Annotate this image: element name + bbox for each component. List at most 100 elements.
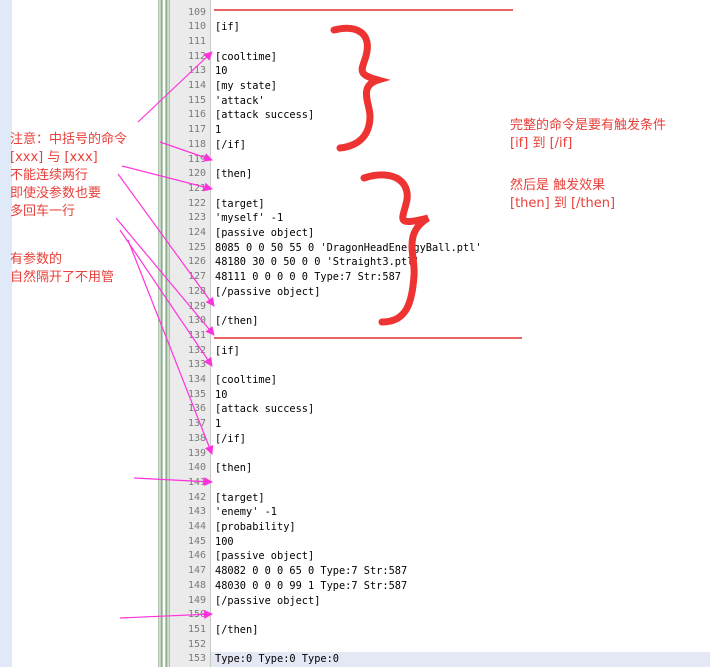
code-text[interactable]: [attack success]	[215, 109, 315, 122]
line-number: 128	[187, 285, 206, 297]
code-line[interactable]: 141	[0, 476, 710, 491]
code-line[interactable]: 136 [attack success]	[0, 402, 710, 417]
right-note-line: 完整的命令是要有触发条件	[510, 118, 667, 133]
code-line[interactable]: 152	[0, 638, 710, 653]
code-line[interactable]: 146 [passive object]	[0, 549, 710, 564]
splitter-bar[interactable]	[158, 0, 170, 667]
code-line[interactable]: 109	[0, 6, 710, 21]
code-text[interactable]: 48180 30 0 50 0 0 'Straight3.ptl'	[215, 256, 420, 269]
code-line[interactable]: 126 48180 30 0 50 0 0 'Straight3.ptl'	[0, 255, 710, 270]
code-line[interactable]: 143'enemy' -1	[0, 505, 710, 520]
code-line[interactable]: 140 [then]	[0, 461, 710, 476]
code-line[interactable]: 123'myself' -1	[0, 211, 710, 226]
line-number: 132	[187, 344, 206, 356]
code-line[interactable]: 133	[0, 358, 710, 373]
code-line[interactable]: 118[/if]	[0, 138, 710, 153]
code-line[interactable]: 129	[0, 300, 710, 315]
code-text[interactable]: 10	[215, 65, 228, 78]
code-text[interactable]: 1	[215, 124, 222, 137]
code-line[interactable]: 131	[0, 329, 710, 344]
code-line[interactable]: 116[attack success]	[0, 108, 710, 123]
code-text[interactable]: [cooltime]	[215, 374, 277, 386]
code-text[interactable]: 100	[215, 535, 234, 548]
code-line[interactable]: 130[/then]	[0, 314, 710, 329]
code-line[interactable]: 112[cooltime]	[0, 50, 710, 65]
line-number: 146	[187, 550, 206, 562]
code-line[interactable]: 144[probability]	[0, 520, 710, 535]
code-line[interactable]: 121	[0, 182, 710, 197]
code-text[interactable]: 'attack'	[215, 94, 265, 107]
code-line[interactable]: 119	[0, 153, 710, 168]
window-left-edge	[0, 0, 12, 667]
code-text[interactable]: [/if]	[215, 138, 246, 151]
code-text[interactable]: [passive object]	[215, 227, 315, 239]
code-line[interactable]: 132 [if]	[0, 344, 710, 359]
line-number: 126	[187, 256, 206, 268]
code-text[interactable]: Type:0 Type:0 Type:0	[215, 653, 339, 666]
code-text[interactable]: 1	[215, 418, 222, 431]
code-text[interactable]: 48082 0 0 0 65 0 Type:7 Str:587	[215, 565, 408, 578]
code-text[interactable]: [/then]	[215, 315, 259, 328]
line-number: 141	[187, 476, 206, 488]
code-text[interactable]: [then]	[215, 168, 253, 181]
code-line[interactable]: 124[passive object]	[0, 226, 710, 241]
code-line[interactable]: 122 [target]	[0, 197, 710, 212]
code-line[interactable]: 134[cooltime]	[0, 373, 710, 388]
code-line[interactable]: 111	[0, 35, 710, 50]
line-number: 129	[187, 300, 206, 312]
code-editor[interactable]	[211, 0, 710, 667]
arrow	[119, 609, 213, 619]
code-text[interactable]: [passive object]	[215, 550, 315, 563]
code-text[interactable]: 48030 0 0 0 99 1 Type:7 Str:587	[215, 579, 408, 592]
line-number: 122	[187, 197, 206, 209]
line-number: 125	[187, 241, 206, 253]
line-number: 121	[187, 182, 206, 194]
code-text[interactable]: [/if]	[215, 432, 246, 445]
code-line[interactable]: 148 48030 0 0 0 99 1 Type:7 Str:587	[0, 579, 710, 594]
line-number: 140	[187, 462, 206, 474]
code-line[interactable]: 151[/then]	[0, 623, 710, 638]
code-text[interactable]: [target]	[215, 491, 265, 504]
code-text[interactable]: [/passive object]	[215, 285, 321, 298]
code-line[interactable]: 125 8085 0 0 50 55 0 'DragonHeadEnergyBal…	[0, 241, 710, 256]
code-line[interactable]: 139	[0, 447, 710, 462]
code-text[interactable]: [/then]	[215, 623, 259, 636]
line-number: 119	[187, 153, 206, 165]
code-line[interactable]: 120[then]	[0, 167, 710, 182]
code-text[interactable]: [my state]	[215, 80, 277, 92]
code-text[interactable]: [then]	[215, 462, 253, 475]
code-line[interactable]: 128 [/passive object]	[0, 285, 710, 300]
code-line[interactable]: 114[my state]	[0, 79, 710, 94]
code-line[interactable]: 110[if]	[0, 20, 710, 35]
line-number: 111	[187, 35, 206, 47]
code-line[interactable]: 138[/if]	[0, 432, 710, 447]
code-text[interactable]: [probability]	[215, 521, 296, 533]
code-text[interactable]: [target]	[215, 197, 265, 210]
code-line[interactable]: 115'attack'	[0, 94, 710, 109]
code-text[interactable]: 'myself' -1	[215, 212, 284, 225]
left-note-line: 多回车一行	[10, 204, 76, 219]
code-text[interactable]: [attack success]	[215, 403, 315, 416]
code-line[interactable]: 149[/passive object]	[0, 594, 710, 609]
code-text[interactable]: 10	[215, 388, 228, 401]
line-number: 136	[187, 403, 206, 415]
line-number: 148	[187, 579, 206, 591]
code-text[interactable]: [if]	[215, 21, 240, 34]
code-text[interactable]: 48111 0 0 0 0 0 Type:7 Str:587	[215, 271, 401, 284]
code-text[interactable]: 'enemy' -1	[215, 506, 277, 519]
code-line[interactable]: 142[target]	[0, 491, 710, 506]
code-text[interactable]: [/passive object]	[215, 594, 321, 607]
code-text[interactable]: [if]	[215, 344, 240, 357]
left-note-line: 注意：中括号的命令	[10, 132, 128, 147]
code-text[interactable]: 8085 0 0 50 55 0 'DragonHeadEnergyBall.p…	[215, 241, 482, 254]
code-text[interactable]: [cooltime]	[215, 50, 277, 63]
